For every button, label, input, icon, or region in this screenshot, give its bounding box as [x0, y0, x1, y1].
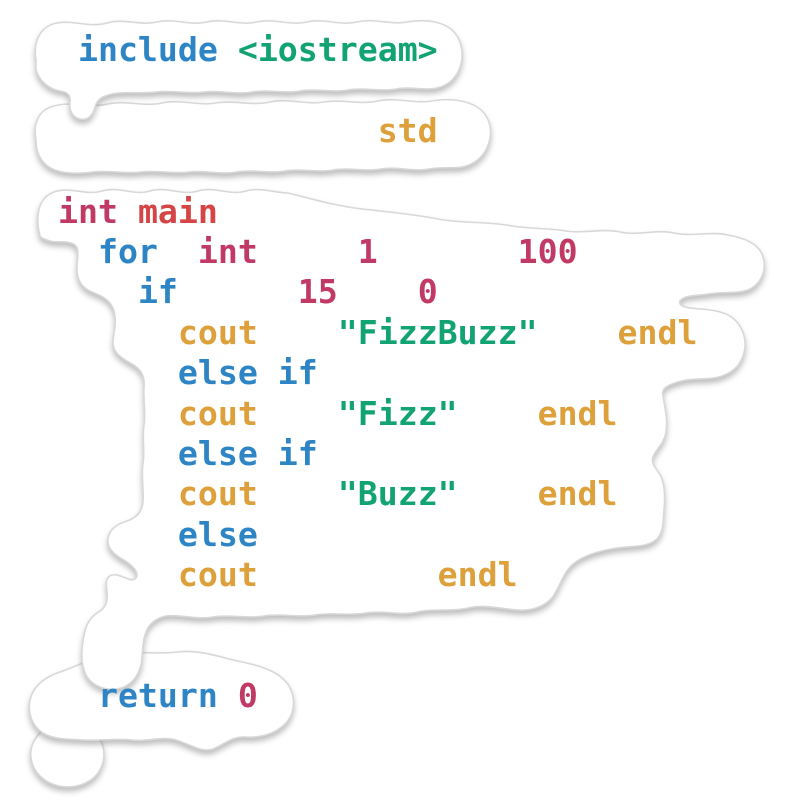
code-token-number: 15 — [297, 272, 338, 312]
code-spacer — [338, 272, 418, 311]
code-spacer — [538, 313, 618, 352]
code-token-number: 100 — [517, 231, 578, 271]
code-token-number: 0 — [237, 676, 258, 716]
code-line-11: cout "Buzz" endl — [58, 474, 697, 514]
code-token-number: 1 — [357, 231, 378, 271]
code-line-14 — [58, 595, 697, 635]
code-line-2: std — [58, 111, 697, 151]
code-spacer — [258, 474, 338, 513]
code-spacer — [178, 272, 298, 311]
code-token-keyword: if — [137, 272, 178, 312]
code-token-keyword: else if — [177, 353, 318, 393]
code-spacer — [58, 353, 178, 392]
code-token-function: main — [137, 191, 218, 231]
code-spacer — [378, 232, 518, 271]
code-token-stream: std — [377, 110, 438, 150]
code-token-stream: cout — [177, 474, 258, 514]
code-spacer — [58, 30, 78, 69]
code-token-string: "Fizz" — [337, 393, 458, 433]
blob-main-body — [37, 188, 766, 691]
code-token-keyword: else if — [177, 433, 318, 473]
code-token-number: int — [58, 191, 118, 231]
code-line-12: else — [58, 515, 697, 555]
code-line-9: cout "Fizz" endl — [58, 394, 697, 434]
code-line-16: return 0 — [58, 676, 697, 716]
code-spacer — [158, 232, 198, 271]
code-spacer — [218, 30, 238, 69]
code-token-keyword: for — [97, 231, 158, 271]
code-token-stream: cout — [177, 393, 258, 433]
code-token-keyword: return — [97, 676, 218, 716]
code-line-5: for int 1 100 — [58, 232, 697, 272]
code-token-number: 0 — [417, 272, 438, 312]
code-spacer — [258, 555, 438, 594]
code-spacer — [58, 394, 178, 433]
code-spacer — [58, 434, 178, 473]
code-line-0: include <iostream> — [58, 30, 697, 70]
code-token-keyword: include — [77, 30, 218, 69]
code-token-stream: cout — [177, 312, 258, 352]
code-spacer — [58, 676, 98, 715]
code-line-7: cout "FizzBuzz" endl — [58, 312, 698, 353]
code-spacer — [258, 394, 338, 433]
code-token-number: int — [197, 231, 258, 271]
code-token-stream: cout — [177, 555, 258, 595]
code-token-stream: endl — [617, 312, 698, 352]
code-line-8: else if — [58, 353, 697, 393]
code-spacer — [58, 313, 178, 352]
code-token-stream: endl — [537, 474, 618, 514]
code-token-stream: endl — [437, 555, 518, 595]
code-spacer — [58, 272, 138, 311]
code-line-1 — [58, 70, 697, 110]
code-line-10: else if — [58, 434, 697, 474]
code-line-4: int main — [58, 192, 697, 232]
blob-include-bubble — [34, 19, 463, 121]
code-spacer — [58, 232, 98, 271]
code-token-keyword: else — [177, 514, 258, 554]
code-token-string: "Buzz" — [337, 474, 458, 514]
code-spacer — [218, 676, 238, 715]
code-spacer — [258, 232, 358, 271]
code-block: include <iostream> std int main for int 1… — [58, 30, 697, 757]
code-spacer — [458, 394, 538, 433]
code-spacer — [58, 515, 178, 554]
code-line-6: if 15 0 — [58, 272, 697, 312]
code-spacer — [58, 474, 178, 513]
code-line-17 — [58, 717, 697, 757]
code-spacer — [58, 111, 378, 150]
code-line-15 — [58, 636, 697, 676]
code-spacer — [58, 555, 178, 594]
code-token-stream: endl — [537, 393, 618, 433]
code-spacer — [258, 313, 338, 352]
code-line-13: cout endl — [58, 555, 697, 595]
code-token-string: <iostream> — [237, 30, 438, 69]
code-token-string: "FizzBuzz" — [337, 312, 538, 352]
code-spacer — [118, 192, 138, 231]
code-line-3 — [58, 151, 697, 191]
code-spacer — [458, 474, 538, 513]
blob-std-bubble — [34, 98, 492, 174]
